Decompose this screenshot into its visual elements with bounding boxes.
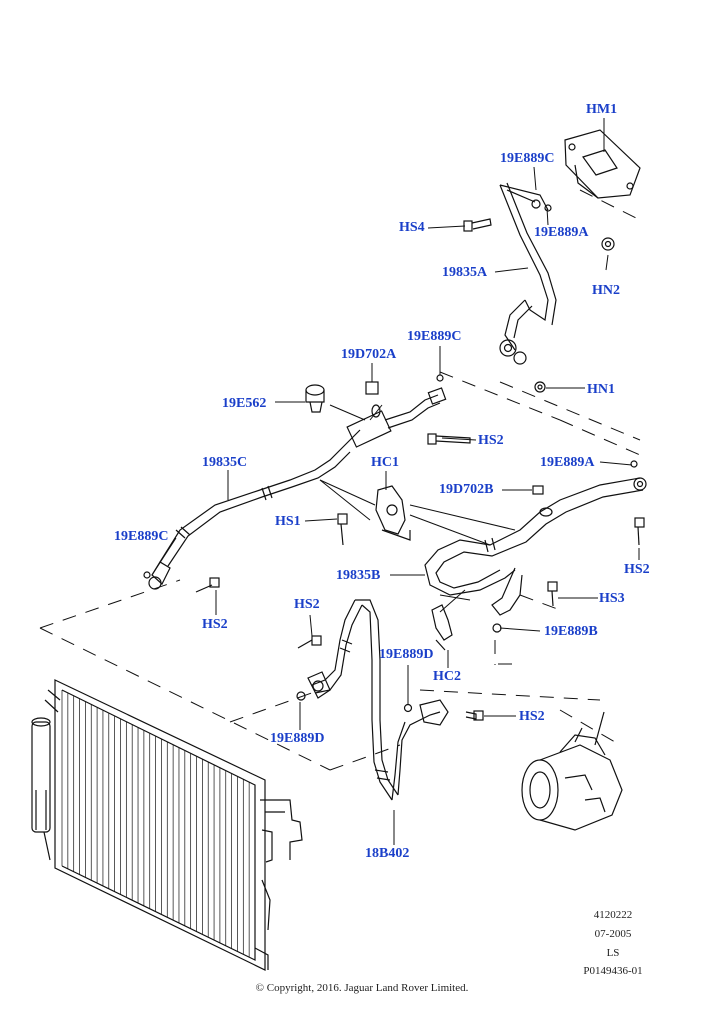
o-ring-19e889b bbox=[492, 623, 502, 633]
callout-hc1[interactable]: HC1 bbox=[371, 455, 399, 470]
callout-19e889b[interactable]: 19E889B bbox=[544, 624, 598, 639]
hs1-bolt bbox=[337, 513, 348, 546]
callout-hs2-d[interactable]: HS2 bbox=[294, 597, 320, 612]
callout-hs4[interactable]: HS4 bbox=[399, 220, 425, 235]
hc1-clip bbox=[375, 485, 411, 541]
leader-lines bbox=[151, 118, 640, 845]
pipe-19835c bbox=[143, 387, 447, 590]
copyright-notice: © Copyright, 2016. Jaguar Land Rover Lim… bbox=[255, 982, 469, 994]
hs2-bolt-e bbox=[465, 710, 484, 721]
hs4-bolt bbox=[463, 218, 492, 232]
callout-19e889c-top[interactable]: 19E889C bbox=[500, 151, 555, 166]
callout-19835c[interactable]: 19835C bbox=[202, 455, 248, 470]
callout-19d702a[interactable]: 19D702A bbox=[341, 347, 397, 362]
diagram-ls: LS bbox=[606, 947, 620, 959]
assembly-dash-lines bbox=[39, 189, 641, 771]
hn2-nut bbox=[601, 237, 615, 251]
callout-19e562[interactable]: 19E562 bbox=[222, 396, 267, 411]
callout-hs2-b[interactable]: HS2 bbox=[624, 562, 650, 577]
diagram-date: 07-2005 bbox=[594, 928, 632, 940]
callout-19e889a-right[interactable]: 19E889A bbox=[540, 455, 595, 470]
callout-hs2-e[interactable]: HS2 bbox=[519, 709, 545, 724]
callout-18b402[interactable]: 18B402 bbox=[365, 846, 410, 861]
sensor-19e562 bbox=[305, 384, 325, 413]
callout-19e889d-left[interactable]: 19E889D bbox=[270, 731, 325, 746]
callout-hn2[interactable]: HN2 bbox=[592, 283, 620, 298]
callout-19e889c-left[interactable]: 19E889C bbox=[114, 529, 169, 544]
pipe-19835b bbox=[424, 460, 647, 616]
diagram-code: 4120222 bbox=[593, 909, 633, 921]
cap-19d702a bbox=[365, 381, 381, 418]
hs2-bolt-d bbox=[297, 635, 322, 649]
callout-19e889d-mid[interactable]: 19E889D bbox=[379, 647, 434, 662]
condenser-fins bbox=[61, 690, 256, 960]
hs3-bolt bbox=[547, 581, 558, 607]
callout-hs1[interactable]: HS1 bbox=[275, 514, 301, 529]
callout-hn1[interactable]: HN1 bbox=[587, 382, 615, 397]
callout-19e889c-mid[interactable]: 19E889C bbox=[407, 329, 462, 344]
callout-hc2[interactable]: HC2 bbox=[433, 669, 461, 684]
callout-hs3[interactable]: HS3 bbox=[599, 591, 625, 606]
hose-18b402 bbox=[296, 599, 449, 801]
condenser bbox=[31, 679, 303, 971]
diagram-ref: P0149436-01 bbox=[583, 965, 643, 977]
callout-19835a[interactable]: 19835A bbox=[442, 265, 488, 280]
hm1-bracket bbox=[564, 129, 641, 199]
pipe-19835a bbox=[499, 182, 557, 393]
hs2-bolt-a bbox=[427, 374, 471, 445]
hs2-bolt-c bbox=[195, 577, 220, 593]
callout-hs2-c[interactable]: HS2 bbox=[202, 617, 228, 632]
hs2-bolt-b bbox=[634, 517, 645, 546]
callout-hm1[interactable]: HM1 bbox=[586, 102, 618, 117]
hc2-clip bbox=[431, 604, 453, 651]
compressor bbox=[521, 711, 623, 831]
callout-19835b[interactable]: 19835B bbox=[336, 568, 381, 583]
callout-19d702b[interactable]: 19D702B bbox=[439, 482, 494, 497]
callout-hs2-a[interactable]: HS2 bbox=[478, 433, 504, 448]
callout-19e889a-top[interactable]: 19E889A bbox=[534, 225, 589, 240]
